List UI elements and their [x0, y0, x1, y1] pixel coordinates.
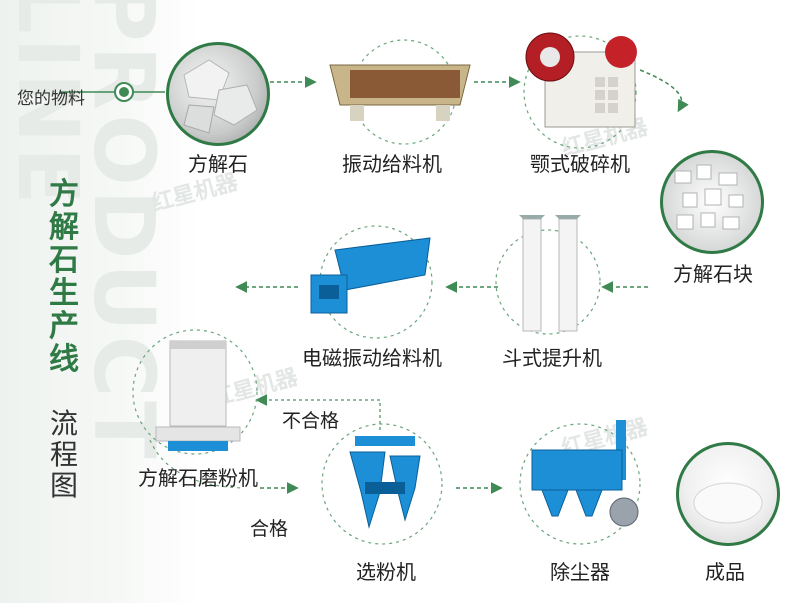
background-letters: PRODUCT LINE	[0, 0, 173, 463]
step-label-bucket-elevator: 斗式提升机	[502, 346, 602, 370]
product-photo	[676, 442, 780, 546]
input-node-dot	[119, 87, 129, 97]
step-label-calcite: 方解石	[188, 152, 248, 176]
orbit-dust	[519, 423, 641, 545]
calcite-mill-image	[148, 335, 248, 455]
step-label-em-vibrating-feeder: 电磁振动给料机	[302, 346, 442, 370]
calcite-block-photo	[660, 150, 764, 254]
diagram-title: 方解石生产线	[49, 177, 79, 377]
vibrating-feeder-image	[320, 55, 480, 125]
step-label-dust-collector: 除尘器	[550, 560, 610, 584]
dust-collector-image	[528, 420, 648, 530]
orbit-mill	[132, 329, 258, 455]
powder-icon	[693, 482, 763, 524]
step-label-product: 成品	[705, 560, 745, 584]
diagram-subtitle: 流程图	[49, 407, 78, 502]
em-vibrating-feeder-image	[305, 230, 435, 320]
flow-label-pass: 合格	[250, 518, 289, 540]
step-label-calcite-mill: 方解石磨粉机	[138, 466, 258, 490]
mill-to-row3	[149, 439, 245, 489]
flow-label-fail: 不合格	[282, 410, 340, 432]
orbit-crusher	[523, 35, 637, 149]
step-label-jaw-crusher: 颚式破碎机	[530, 152, 630, 176]
orbit-classifier	[321, 423, 443, 545]
step-label-calcite-block: 方解石块	[673, 262, 753, 286]
classifier-image	[335, 432, 435, 542]
arrow-3	[639, 69, 689, 113]
input-label: 您的物料	[17, 89, 85, 109]
jaw-crusher-image	[525, 22, 645, 132]
orbit-elevator	[495, 229, 601, 335]
calcite-photo	[166, 42, 270, 146]
bucket-elevator-image	[515, 215, 585, 335]
gravel-icon	[674, 164, 744, 230]
step-label-vibrating-feeder: 振动给料机	[342, 152, 442, 176]
return-arrow	[255, 394, 381, 430]
step-label-classifier: 选粉机	[356, 560, 416, 584]
rock-icon	[183, 59, 258, 134]
